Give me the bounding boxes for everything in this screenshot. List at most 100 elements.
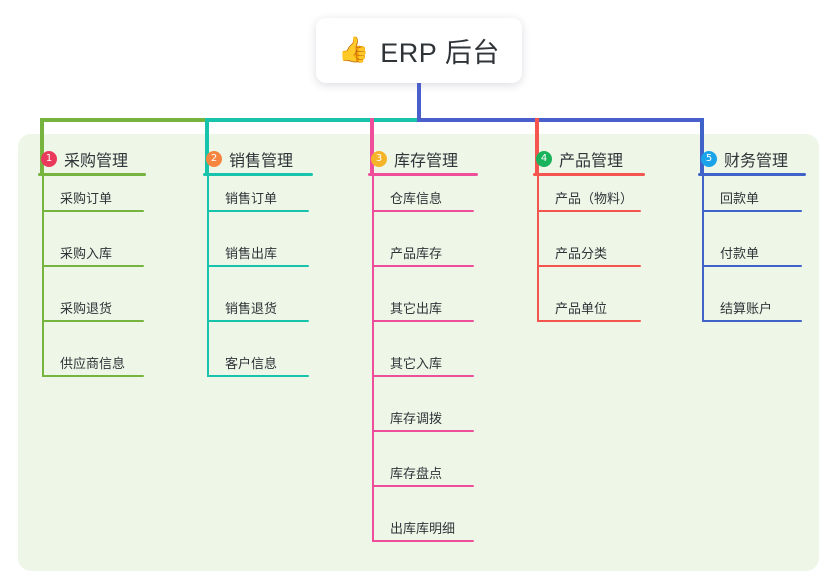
leaf-rule bbox=[372, 540, 474, 542]
leaf-item[interactable]: 产品库存 bbox=[372, 243, 474, 267]
column-spine-1 bbox=[42, 176, 44, 377]
column-title-2: 销售管理 bbox=[229, 153, 294, 170]
leaf-item[interactable]: 产品（物料） bbox=[537, 188, 641, 212]
connector-drop-3 bbox=[370, 118, 374, 174]
leaf-rule bbox=[372, 375, 474, 377]
leaf-label: 销售出库 bbox=[225, 246, 278, 261]
column-badge-2: 2 bbox=[206, 151, 222, 167]
leaf-item[interactable]: 供应商信息 bbox=[42, 353, 144, 377]
leaf-item[interactable]: 库存调拨 bbox=[372, 408, 474, 432]
leaf-item[interactable]: 销售订单 bbox=[207, 188, 309, 212]
column-spine-3 bbox=[372, 176, 374, 542]
leaf-item[interactable]: 其它出库 bbox=[372, 298, 474, 322]
leaf-label: 库存盘点 bbox=[390, 466, 443, 481]
leaf-rule bbox=[537, 265, 641, 267]
leaf-rule bbox=[372, 485, 474, 487]
leaf-rule bbox=[207, 210, 309, 212]
leaf-rule bbox=[372, 210, 474, 212]
column-title-5: 财务管理 bbox=[724, 153, 789, 170]
leaf-label: 产品（物料） bbox=[555, 191, 634, 206]
connector-drop-1 bbox=[40, 118, 44, 174]
leaf-label: 库存调拨 bbox=[390, 411, 443, 426]
column-spine-5 bbox=[702, 176, 704, 322]
leaf-item[interactable]: 销售退货 bbox=[207, 298, 309, 322]
column-header-rule-1 bbox=[38, 173, 146, 176]
root-node[interactable]: 👍 ERP 后台 bbox=[316, 18, 522, 83]
root-node-title: ERP 后台 bbox=[380, 38, 500, 68]
leaf-label: 其它入库 bbox=[390, 356, 443, 371]
leaf-rule bbox=[537, 210, 641, 212]
root-node-content: 👍 ERP 后台 bbox=[338, 31, 500, 70]
branch-panel bbox=[18, 134, 819, 571]
leaf-item[interactable]: 仓库信息 bbox=[372, 188, 474, 212]
leaf-rule bbox=[372, 320, 474, 322]
leaf-label: 产品库存 bbox=[390, 246, 443, 261]
column-header-rule-2 bbox=[203, 173, 313, 176]
leaf-item[interactable]: 采购订单 bbox=[42, 188, 144, 212]
leaf-rule bbox=[702, 265, 802, 267]
column-title-4: 产品管理 bbox=[559, 153, 624, 170]
leaf-label: 付款单 bbox=[720, 246, 760, 261]
connector-root-trunk bbox=[417, 83, 421, 122]
leaf-rule bbox=[42, 210, 144, 212]
column-header-rule-3 bbox=[368, 173, 478, 176]
column-header-5[interactable]: 5 财务管理 bbox=[698, 142, 806, 176]
leaf-rule bbox=[702, 210, 802, 212]
leaf-label: 出库库明细 bbox=[390, 521, 456, 536]
leaf-item[interactable]: 采购退货 bbox=[42, 298, 144, 322]
leaf-item[interactable]: 出库库明细 bbox=[372, 518, 474, 542]
leaf-rule bbox=[702, 320, 802, 322]
column-header-2[interactable]: 2 销售管理 bbox=[203, 142, 313, 176]
leaf-rule bbox=[42, 265, 144, 267]
leaf-item[interactable]: 结算账户 bbox=[702, 298, 802, 322]
leaf-rule bbox=[207, 320, 309, 322]
column-header-rule-5 bbox=[698, 173, 806, 176]
leaf-item[interactable]: 采购入库 bbox=[42, 243, 144, 267]
leaf-item[interactable]: 其它入库 bbox=[372, 353, 474, 377]
column-badge-4: 4 bbox=[536, 151, 552, 167]
leaf-label: 采购订单 bbox=[60, 191, 113, 206]
leaf-label: 销售退货 bbox=[225, 301, 278, 316]
leaf-label: 仓库信息 bbox=[390, 191, 443, 206]
column-title-3: 库存管理 bbox=[394, 153, 459, 170]
leaf-item[interactable]: 回款单 bbox=[702, 188, 802, 212]
column-spine-4 bbox=[537, 176, 539, 322]
thumbs-up-icon: 👍 bbox=[338, 36, 370, 64]
connector-drop-5 bbox=[700, 118, 704, 174]
leaf-rule bbox=[372, 430, 474, 432]
leaf-label: 产品单位 bbox=[555, 301, 608, 316]
leaf-item[interactable]: 产品分类 bbox=[537, 243, 641, 267]
leaf-label: 销售订单 bbox=[225, 191, 278, 206]
leaf-rule bbox=[42, 320, 144, 322]
leaf-rule bbox=[537, 320, 641, 322]
leaf-label: 其它出库 bbox=[390, 301, 443, 316]
column-2: 2 销售管理销售订单销售出库销售退货客户信息 bbox=[203, 142, 313, 385]
connector-bus-segment-3 bbox=[417, 118, 704, 122]
leaf-label: 客户信息 bbox=[225, 356, 278, 371]
column-5: 5 财务管理回款单付款单结算账户 bbox=[698, 142, 806, 330]
leaf-item[interactable]: 产品单位 bbox=[537, 298, 641, 322]
column-header-rule-4 bbox=[533, 173, 645, 176]
column-header-4[interactable]: 4 产品管理 bbox=[533, 142, 645, 176]
connector-bus-segment-1 bbox=[40, 118, 207, 122]
leaf-item[interactable]: 销售出库 bbox=[207, 243, 309, 267]
leaf-label: 采购入库 bbox=[60, 246, 113, 261]
column-badge-5: 5 bbox=[701, 151, 717, 167]
leaf-rule bbox=[207, 265, 309, 267]
leaf-item[interactable]: 库存盘点 bbox=[372, 463, 474, 487]
leaf-label: 供应商信息 bbox=[60, 356, 126, 371]
leaf-item[interactable]: 付款单 bbox=[702, 243, 802, 267]
leaf-rule bbox=[372, 265, 474, 267]
column-spine-2 bbox=[207, 176, 209, 377]
leaf-rule bbox=[207, 375, 309, 377]
leaf-label: 产品分类 bbox=[555, 246, 608, 261]
leaf-item[interactable]: 客户信息 bbox=[207, 353, 309, 377]
leaf-label: 回款单 bbox=[720, 191, 760, 206]
column-title-1: 采购管理 bbox=[64, 153, 129, 170]
leaf-label: 采购退货 bbox=[60, 301, 113, 316]
column-4: 4 产品管理产品（物料） 产品分类产品单位 bbox=[533, 142, 645, 330]
